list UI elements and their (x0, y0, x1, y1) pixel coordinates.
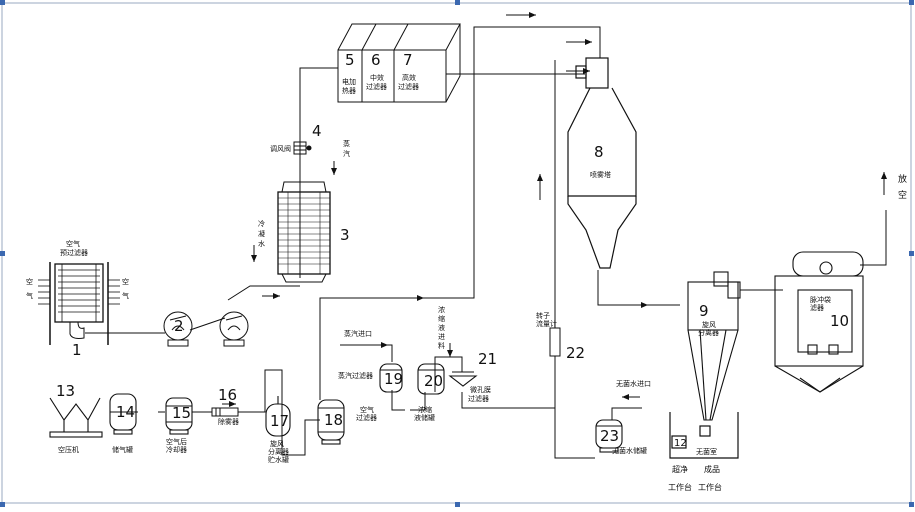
unit-number-16: 16 (218, 386, 237, 404)
label-hepa-filter: 高效过滤器 (398, 73, 419, 91)
label-steam-filter: 蒸汽过滤器 (338, 371, 373, 380)
label-receiver: 储气罐 (112, 445, 133, 454)
unit-number-15: 15 (172, 404, 191, 422)
air-filter (317, 399, 345, 445)
steam-filter (379, 363, 403, 393)
label-air-filter: 空气过滤器 (356, 405, 377, 422)
unit-number-5: 5 (345, 51, 355, 69)
unit-number-19: 19 (384, 370, 403, 388)
label-concentrate-feed: 浓缩液进料 (438, 305, 445, 350)
unit-number-7: 7 (403, 51, 413, 69)
air-receiver (109, 393, 137, 435)
unit-number-2: 2 (174, 317, 184, 335)
pulse-bag-filter (774, 251, 864, 393)
sterile-room (669, 412, 739, 459)
unit-number-6: 6 (371, 51, 381, 69)
unit-number-3: 3 (340, 226, 350, 244)
unit-number-20: 20 (424, 372, 443, 390)
unit-number-14: 14 (116, 403, 135, 421)
label-spray-dryer: 喷雾塔 (590, 170, 611, 179)
label-bag-filter: 脉冲袋滤器 (810, 295, 831, 312)
label-damper: 调风阀 (270, 144, 291, 153)
label-rotameter: 转子流量计 (536, 311, 557, 328)
label-membrane-filter: 微孔膜过滤器 (468, 385, 491, 403)
label-cooling-water: 冷凝水 (258, 219, 265, 248)
unit-number-22: 22 (566, 344, 585, 362)
label-demister: 除雾器 (218, 417, 239, 426)
unit-number-4: 4 (312, 122, 322, 140)
unit-number-8: 8 (594, 143, 604, 161)
membrane-filter (448, 371, 478, 387)
aftercooler (165, 397, 193, 435)
label-sterile-room: 无菌室 (696, 447, 717, 456)
label-air-right: 空气 (122, 277, 129, 300)
label-compressor: 空压机 (58, 445, 79, 454)
unit-number-10: 10 (830, 312, 849, 330)
unit-number-1: 1 (72, 341, 82, 359)
unit-number-9: 9 (699, 302, 709, 320)
unit-number-23: 23 (600, 427, 619, 445)
air-prefilter (38, 262, 120, 345)
label-vent: 放空 (898, 173, 907, 201)
label-medium-filter: 中效过滤器 (366, 73, 387, 91)
cyclone-separator (687, 271, 741, 421)
unit-number-18: 18 (324, 411, 343, 429)
rotameter (549, 327, 561, 357)
blower-fans (163, 311, 249, 347)
demister (211, 407, 239, 417)
unit-number-21: 21 (478, 350, 497, 368)
unit-number-12: 12 (674, 438, 687, 449)
unit-number-17: 17 (270, 412, 289, 430)
label-electric-heater: 电加热器 (342, 77, 356, 95)
unit-numbers: 1 2 3 4 5 6 7 8 9 10 12 13 14 15 16 17 1… (56, 51, 849, 449)
label-steam: 蒸汽 (343, 139, 350, 158)
label-aftercooler: 空气后冷却器 (166, 437, 187, 454)
unit-number-13: 13 (56, 382, 75, 400)
label-cyclone: 旋风分离器 (698, 320, 719, 337)
flow-labels: 空气预过滤器 空气 空气 调风阀 蒸汽 冷凝水 蒸汽进口 浓缩液进料 无菌水进口… (26, 139, 907, 492)
concentrate-tank (417, 363, 445, 395)
label-concentrate-tank: 浓缩液储罐 (414, 405, 435, 422)
pipelines (85, 26, 887, 459)
frame-border (1, 2, 912, 504)
filter-box (337, 23, 461, 103)
air-compressor (49, 397, 103, 438)
label-air-left: 空气 (26, 277, 33, 300)
unit-labels: 电加热器 中效过滤器 高效过滤器 喷雾塔 旋风分离器 脉冲袋滤器 无菌室 空压机… (58, 73, 831, 464)
label-sterile-water-inlet: 无菌水进口 (616, 379, 651, 388)
label-product-bench: 成品工作台 (698, 464, 722, 492)
steam-heater (277, 181, 331, 283)
sterile-water-tank (595, 419, 623, 453)
damper-valve (293, 141, 312, 155)
label-cyclone-tank: 旋风分离器贮水罐 (268, 439, 289, 464)
label-air-prefilter: 空气预过滤器 (60, 239, 88, 257)
label-steam-inlet: 蒸汽进口 (344, 329, 372, 338)
flow-arrows (222, 12, 887, 407)
spray-dryer (567, 57, 637, 269)
label-sterile-water-tank: 无菌水储罐 (612, 446, 647, 455)
cyclone-water-tank (265, 396, 291, 437)
label-clean-bench: 超净工作台 (668, 464, 692, 492)
